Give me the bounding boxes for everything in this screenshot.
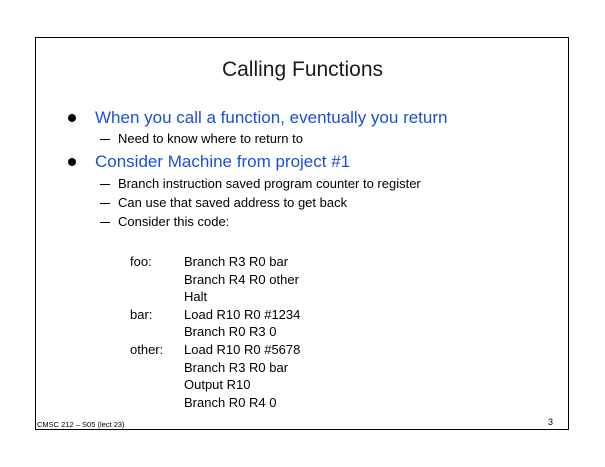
code-instruction: Branch R0 R3 0 — [184, 324, 277, 340]
code-label: bar: — [130, 306, 153, 322]
bullet-1-text: When you call a function, eventually you… — [95, 108, 448, 127]
code-line: other: Load R10 R0 #5678 — [130, 341, 300, 359]
code-label — [130, 288, 184, 306]
code-line: Branch R4 R0 other — [130, 271, 300, 289]
bullet-2-text: Consider Machine from project #1 — [95, 152, 351, 171]
bullet-1: When you call a function, eventually you… — [68, 107, 447, 129]
slide-title: Calling Functions — [221, 58, 384, 81]
bullet-dot-icon — [68, 158, 76, 166]
code-line: foo: Branch R3 R0 bar — [130, 253, 300, 271]
code-instruction: Load R10 R0 #1234 — [184, 306, 301, 322]
bullet-dot-icon — [68, 114, 76, 122]
dash-icon — [100, 221, 110, 223]
code-line: bar: Load R10 R0 #1234 — [130, 306, 300, 324]
code-line: Branch R3 R0 bar — [130, 359, 300, 377]
bullet-2-sub-2: Can use that saved address to get back — [100, 194, 347, 212]
code-line: Output R10 — [130, 376, 300, 394]
sub-item-text: Branch instruction saved program counter… — [118, 176, 421, 191]
code-instruction: Output R10 — [184, 377, 251, 393]
dash-icon — [100, 183, 110, 185]
sub-item-text: Consider this code: — [118, 214, 230, 229]
code-instruction: Branch R3 R0 bar — [184, 359, 289, 375]
code-label — [130, 394, 184, 412]
code-instruction: Branch R4 R0 other — [184, 271, 299, 287]
bullet-1-sub-1: Need to know where to return to — [100, 130, 303, 148]
code-instruction: Branch R0 R4 0 — [184, 394, 277, 410]
code-instruction: Branch R3 R0 bar — [184, 254, 289, 269]
sub-item-text: Can use that saved address to get back — [118, 195, 348, 210]
code-line: Branch R0 R3 0 — [130, 323, 300, 341]
code-label: foo: — [130, 254, 152, 269]
slide-frame — [35, 37, 569, 430]
bullet-2: Consider Machine from project #1 — [68, 151, 350, 173]
dash-icon — [100, 138, 110, 140]
code-label: other: — [130, 341, 164, 357]
bullet-2-sub-1: Branch instruction saved program counter… — [100, 175, 421, 193]
sub-item-text: Need to know where to return to — [118, 131, 303, 146]
code-label — [130, 376, 184, 394]
code-label — [130, 359, 184, 377]
code-instruction: Load R10 R0 #5678 — [184, 341, 301, 357]
slide-footer: CMSC 212 – S05 (lect 23) — [37, 420, 125, 429]
code-label — [130, 271, 184, 289]
page-number: 3 — [548, 417, 554, 427]
bullet-2-sub-3: Consider this code: — [100, 213, 229, 231]
code-label — [130, 323, 184, 341]
code-line: Branch R0 R4 0 — [130, 394, 300, 412]
code-block: foo: Branch R3 R0 bar Branch R4 R0 other… — [130, 253, 300, 411]
code-line: Halt — [130, 288, 300, 306]
dash-icon — [100, 202, 110, 204]
code-instruction: Halt — [184, 289, 208, 305]
